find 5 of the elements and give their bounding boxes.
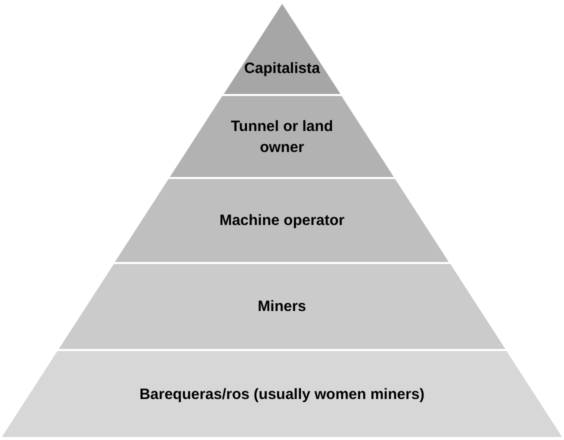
level-label: Miners xyxy=(258,297,306,317)
level-label: Barequeras/ros (usually women miners) xyxy=(139,384,425,404)
level-label: Machine operator xyxy=(219,211,344,231)
level-label: Tunnel or land owner xyxy=(230,116,334,158)
level-label: Capitalista xyxy=(244,59,320,79)
